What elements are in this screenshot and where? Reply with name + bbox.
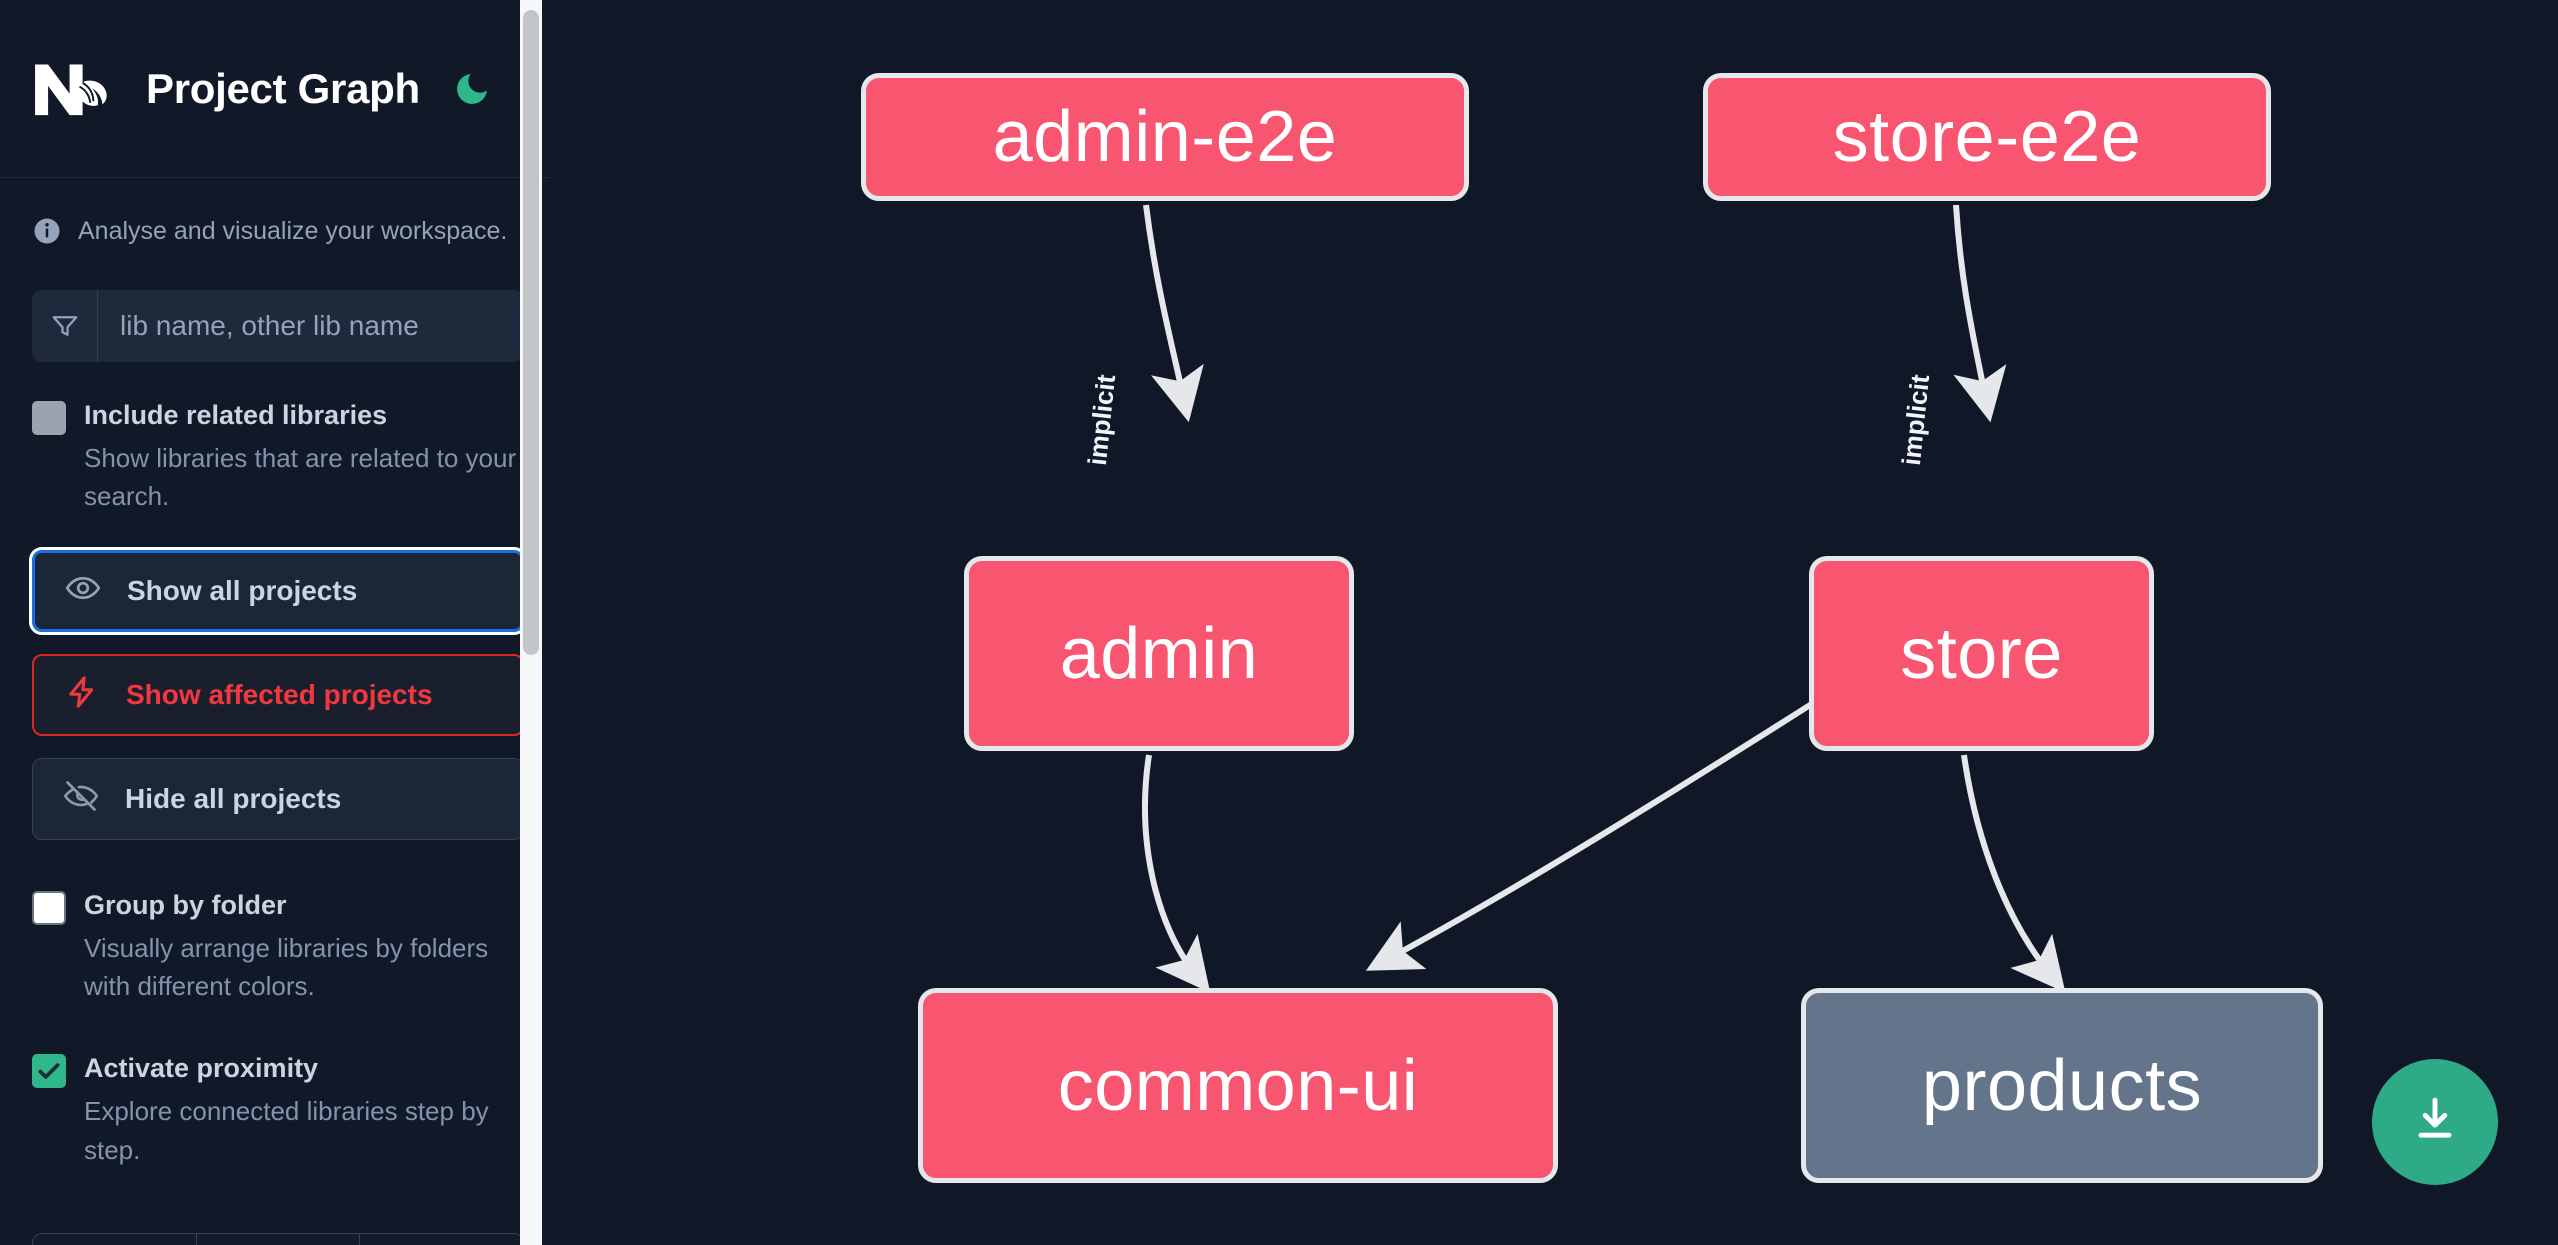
proximity-step-segmented-control[interactable] (32, 1232, 524, 1245)
search-input[interactable] (98, 290, 524, 362)
info-circle-icon (32, 216, 62, 246)
checkbox-activate-proximity-desc: Explore connected libraries step by step… (84, 1096, 489, 1165)
graph-node-admin-e2e[interactable]: admin-e2e (861, 73, 1469, 201)
show-affected-projects-label: Show affected projects (126, 678, 433, 710)
edge-store-to-common-ui (1365, 697, 1820, 971)
graph-node-common-ui-label: common-ui (1057, 1045, 1419, 1126)
checkbox-include-related-libraries[interactable]: Include related libraries Show libraries… (0, 362, 556, 516)
eye-slash-icon (63, 778, 99, 819)
sidebar-scrollbar-thumb[interactable] (523, 10, 539, 655)
graph-node-store-e2e[interactable]: store-e2e (1703, 73, 2271, 201)
checkbox-group-by-folder-desc: Visually arrange libraries by folders wi… (84, 932, 489, 1001)
nx-logo (32, 58, 124, 120)
graph-node-common-ui[interactable]: common-ui (918, 988, 1558, 1183)
download-image-button[interactable] (2372, 1059, 2498, 1185)
edge-store-e2e-to-store (1953, 204, 2007, 423)
filter-box (32, 290, 524, 362)
graph-node-admin[interactable]: admin (964, 556, 1354, 751)
tagline: Analyse and visualize your workspace. (0, 178, 556, 278)
graph-canvas[interactable]: admin-e2e store-e2e admin store common-u… (556, 0, 2558, 1245)
checkbox-activate-proximity-label: Activate proximity (84, 1053, 319, 1084)
checkbox-group-by-folder-label: Group by folder (84, 889, 287, 920)
graph-node-store[interactable]: store (1809, 556, 2154, 751)
edge-admin-to-common-ui (1142, 754, 1211, 993)
checkbox-include-related-libraries-box[interactable] (32, 401, 66, 435)
edge-admin-e2e-to-admin (1143, 204, 1204, 423)
proximity-step-option-2[interactable] (197, 1233, 361, 1245)
hide-all-projects-label: Hide all projects (125, 782, 342, 814)
checkbox-include-related-libraries-desc: Show libraries that are related to your … (84, 443, 517, 512)
tagline-text: Analyse and visualize your workspace. (78, 216, 508, 245)
graph-node-store-e2e-label: store-e2e (1832, 97, 2142, 177)
show-affected-projects-button[interactable]: Show affected projects (32, 653, 524, 736)
funnel-filter-icon (32, 290, 98, 362)
sidebar: Project Graph Analyse and visualize your… (0, 0, 556, 1245)
checkbox-activate-proximity-box[interactable] (32, 1054, 66, 1089)
hide-all-projects-button[interactable]: Hide all projects (32, 757, 524, 840)
graph-action-buttons: Show all projects Show affected projects (0, 516, 556, 840)
moon-icon[interactable] (450, 67, 494, 111)
proximity-step-option-1[interactable] (33, 1233, 197, 1245)
sidebar-edge (550, 0, 556, 1245)
graph-node-store-label: store (1900, 613, 2063, 694)
graph-node-admin-e2e-label: admin-e2e (992, 97, 1338, 177)
sidebar-scrollbar[interactable] (520, 0, 542, 1245)
show-all-projects-button[interactable]: Show all projects (32, 549, 524, 632)
graph-edges (1142, 204, 2066, 993)
page-title: Project Graph (146, 64, 420, 112)
checkbox-include-related-libraries-label: Include related libraries (84, 400, 388, 430)
checkbox-group-by-folder-box[interactable] (32, 890, 66, 925)
checkbox-activate-proximity[interactable]: Activate proximity Explore connected lib… (0, 1005, 556, 1169)
lightning-bolt-icon (64, 674, 100, 715)
graph-node-admin-label: admin (1059, 613, 1259, 694)
edge-store-to-products (1961, 754, 2066, 993)
eye-icon (65, 570, 101, 611)
proximity-step-option-3[interactable] (360, 1234, 523, 1245)
show-all-projects-label: Show all projects (127, 574, 358, 606)
sidebar-header: Project Graph (0, 0, 556, 178)
checkbox-group-by-folder[interactable]: Group by folder Visually arrange librari… (0, 840, 556, 1006)
graph-node-products-label: products (1921, 1045, 2203, 1126)
download-icon (2407, 1092, 2463, 1153)
graph-node-products[interactable]: products (1801, 988, 2323, 1183)
